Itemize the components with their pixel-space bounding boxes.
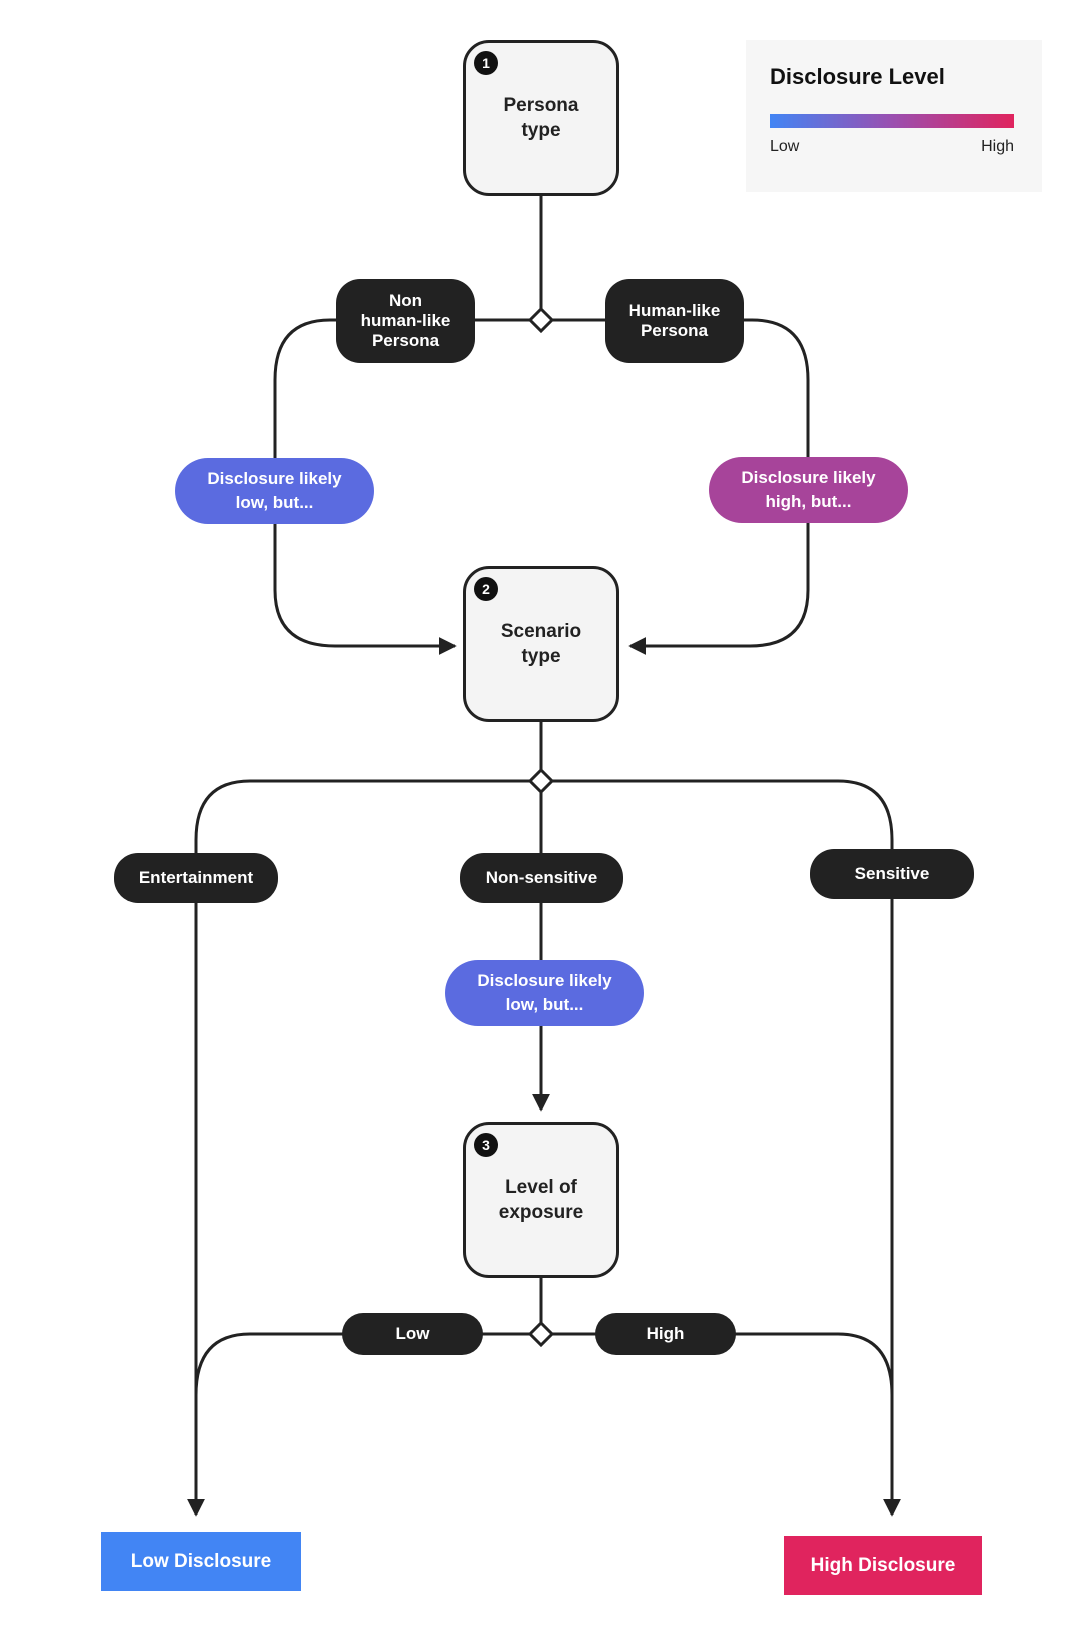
branch-non-human-persona: Non human-like Persona — [336, 279, 475, 363]
branch-exposure-high: High — [595, 1313, 736, 1355]
outcome-high-disclosure: High Disclosure — [784, 1536, 982, 1595]
hint-disclosure-low-scenario: Disclosure likely low, but... — [445, 960, 644, 1026]
branch-entertainment: Entertainment — [114, 853, 278, 903]
connector-scenario-right — [541, 779, 901, 1517]
step-number-badge: 1 — [474, 51, 498, 75]
connector-exposure-left — [194, 1332, 541, 1396]
step-number-badge: 3 — [474, 1133, 498, 1157]
step-number-badge: 2 — [474, 577, 498, 601]
node-label: Scenario type — [500, 621, 582, 667]
node-persona-type: 1 Persona type — [463, 40, 619, 196]
decision-diamond-exposure — [527, 1320, 555, 1348]
node-level-of-exposure: 3 Level of exposure — [463, 1122, 619, 1278]
branch-sensitive: Sensitive — [810, 849, 974, 899]
legend-high-label: High — [981, 138, 1014, 155]
legend-gradient-bar — [770, 114, 1014, 128]
hint-disclosure-high-persona: Disclosure likely high, but... — [709, 457, 908, 523]
hint-disclosure-low-persona: Disclosure likely low, but... — [175, 458, 374, 524]
connector-exposure-right — [541, 1332, 894, 1396]
node-label: Level of exposure — [498, 1177, 584, 1223]
node-label: Persona type — [503, 95, 579, 141]
node-scenario-type: 2 Scenario type — [463, 566, 619, 722]
outcome-low-disclosure: Low Disclosure — [101, 1532, 301, 1591]
branch-human-like-persona: Human-like Persona — [605, 279, 744, 363]
decision-diamond-scenario — [527, 767, 555, 795]
decision-diamond-persona — [527, 306, 555, 334]
connector-scenario-left — [187, 779, 541, 1517]
legend-title: Disclosure Level — [770, 64, 945, 89]
branch-non-sensitive: Non-sensitive — [460, 853, 623, 903]
branch-exposure-low: Low — [342, 1313, 483, 1355]
legend-low-label: Low — [770, 138, 800, 155]
legend: Disclosure Level Low High — [746, 40, 1042, 192]
